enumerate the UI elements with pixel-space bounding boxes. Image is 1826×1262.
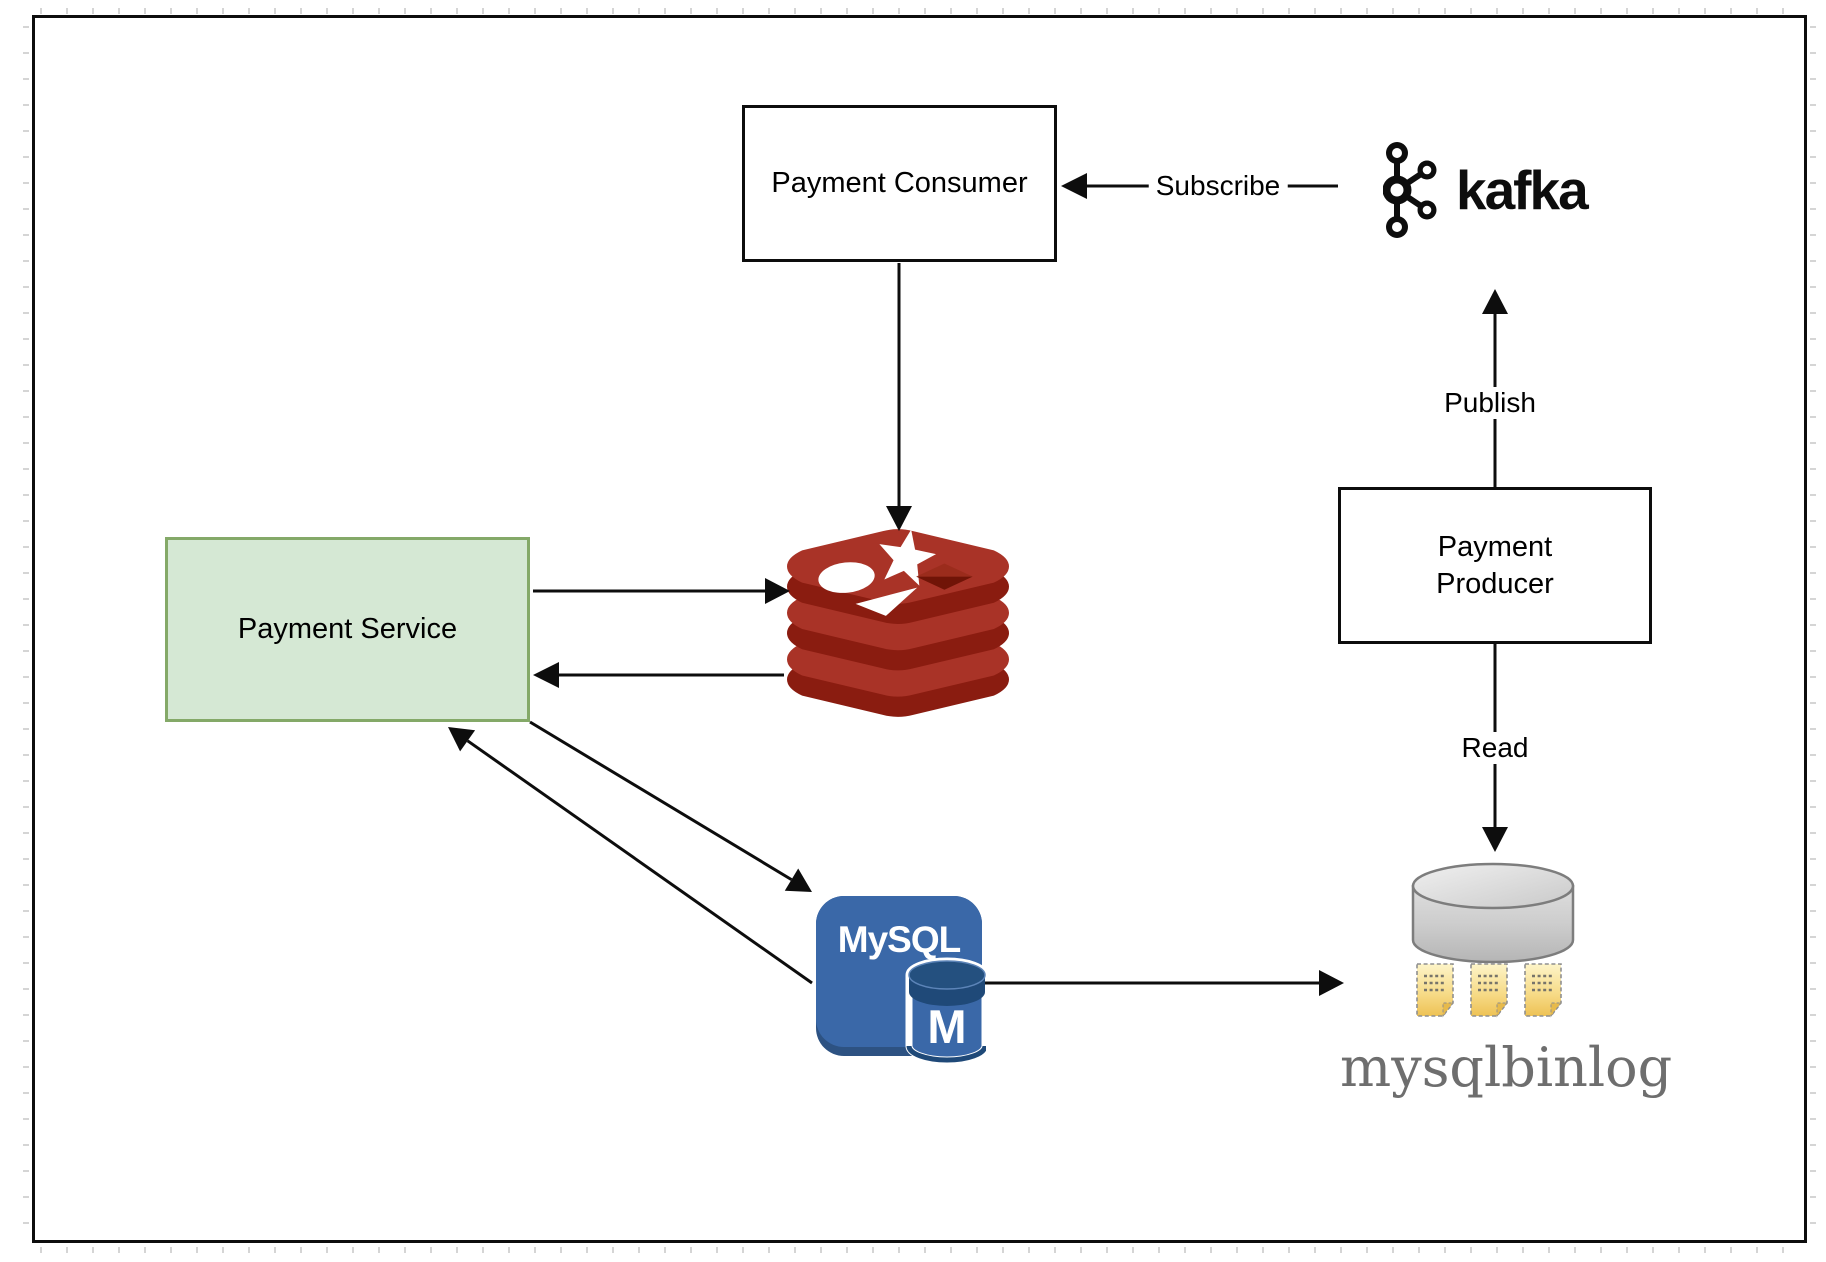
- ruler-ticks-bottom: [40, 1247, 1800, 1253]
- payment-service-label: Payment Service: [237, 613, 458, 645]
- redis-square-hole-top: [916, 563, 973, 577]
- arrowhead-service-to-mysql: [784, 868, 812, 892]
- arrowhead-mysql-to-binlog: [1319, 970, 1344, 996]
- arrow-service-to-mysql-line: [529, 720, 793, 881]
- payment-service-box: Payment Service: [165, 537, 530, 722]
- ruler-ticks-top: [40, 8, 1800, 14]
- mysql-logo-text: MySQL: [838, 919, 961, 960]
- arrowhead-service-to-redis: [765, 578, 790, 604]
- redis-star-shape: [879, 529, 937, 586]
- kafka-icon: [1383, 142, 1437, 238]
- redis-circle-shape: [818, 562, 875, 593]
- mysqlbinlog-label: mysqlbinlog: [1340, 1036, 1673, 1099]
- ruler-ticks-left: [23, 26, 29, 1236]
- binlog-database-icon: [1411, 862, 1575, 964]
- subscribe-label: Subscribe: [1148, 170, 1288, 202]
- publish-label: Publish: [1437, 387, 1543, 419]
- payment-producer-label-line1: Payment: [1437, 530, 1553, 563]
- arrowhead-redis-to-service: [533, 662, 559, 688]
- payment-consumer-label: Payment Consumer: [771, 167, 1028, 199]
- redis-square-hole-bottom: [916, 576, 973, 590]
- mysql-cylinder: M: [905, 957, 986, 1064]
- mysql-icon: MySQL M: [816, 896, 986, 1064]
- redis-icon: [787, 529, 1009, 717]
- arrowhead-producer-to-kafka: [1482, 289, 1508, 314]
- payment-producer-box: Payment Producer: [1338, 487, 1652, 644]
- redis-triangle-shape: [855, 587, 918, 616]
- arrow-mysql-to-service-line: [466, 739, 813, 985]
- arrowhead-mysql-to-service: [448, 727, 476, 752]
- read-label: Read: [1454, 732, 1536, 764]
- payment-producer-label-line2: Producer: [1436, 567, 1554, 600]
- payment-consumer-box: Payment Consumer: [742, 105, 1057, 262]
- diagram-border: [32, 15, 1807, 1243]
- arrowhead-producer-to-binlog: [1482, 827, 1508, 852]
- ruler-ticks-right: [1810, 26, 1816, 1236]
- mysql-cylinder-letter: M: [927, 1000, 966, 1053]
- kafka-logo: kafka: [1383, 138, 1589, 242]
- arrowhead-consumer-to-redis: [886, 506, 912, 531]
- arrowhead-kafka-to-consumer: [1061, 173, 1087, 199]
- kafka-wordmark: kafka: [1456, 159, 1589, 221]
